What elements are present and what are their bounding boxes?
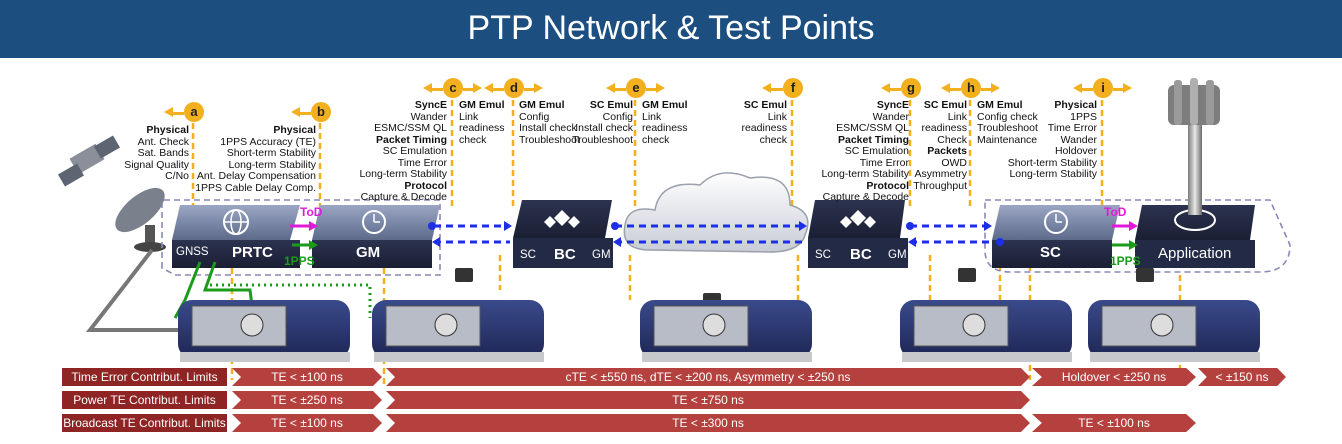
test-point-h-right-text: GM Emul Config check Troubleshoot Mainte… bbox=[977, 99, 1038, 146]
application-antenna-icon bbox=[1168, 78, 1220, 215]
limit-row-label: Time Error Contribut. Limits bbox=[62, 368, 227, 386]
limit-segment: cTE < ±550 ns, dTE < ±200 ns, Asymmetry … bbox=[386, 368, 1030, 386]
badge-i: i bbox=[1093, 78, 1113, 98]
analyzer-3 bbox=[640, 300, 812, 362]
test-point-i-text: Physical 1PPS Time Error Wander Holdover… bbox=[1007, 99, 1097, 180]
prtc-device bbox=[172, 205, 300, 268]
limit-row-label: Broadcast TE Contribut. Limits bbox=[62, 414, 227, 432]
limit-segment: < ±150 ns bbox=[1198, 368, 1286, 386]
test-point-d-text: GM Emul Config Install check Troubleshoo… bbox=[519, 99, 580, 146]
analyzer-5 bbox=[1088, 300, 1260, 362]
prtc-gnss-label: GNSS bbox=[176, 246, 209, 258]
badge-d: d bbox=[504, 78, 524, 98]
test-point-h-left-text: SC Emul Link readiness Check Packets OWD… bbox=[913, 99, 967, 192]
limit-row-time-error: Time Error Contribut. Limits TE < ±100 n… bbox=[0, 368, 1342, 386]
test-point-g-text: SyncE Wander ESMC/SSM QL Packet Timing S… bbox=[821, 99, 909, 203]
bc2-sc-label: SC bbox=[815, 249, 831, 261]
application-label: Application bbox=[1158, 245, 1232, 262]
sc-label: SC bbox=[1040, 244, 1061, 261]
tod-label-2: ToD bbox=[1104, 205, 1127, 219]
badge-f: f bbox=[783, 78, 803, 98]
tod-links bbox=[290, 221, 1138, 231]
badge-h: h bbox=[961, 78, 981, 98]
limit-segment: TE < ±750 ns bbox=[386, 391, 1030, 409]
pps-label-2: 1PPS bbox=[1110, 254, 1141, 268]
limit-segment: TE < ±100 ns bbox=[1032, 414, 1196, 432]
limit-segment: Holdover < ±250 ns bbox=[1032, 368, 1196, 386]
gm-label: GM bbox=[356, 244, 381, 261]
prtc-label: PRTC bbox=[232, 244, 273, 261]
badge-c: c bbox=[443, 78, 463, 98]
test-point-e-left-text: SC Emul Config Install check Troubleshoo… bbox=[572, 99, 633, 146]
satellite-dish-icon bbox=[115, 187, 166, 252]
cloud-shape bbox=[623, 172, 809, 253]
bc2-device bbox=[808, 200, 908, 268]
ptp-links bbox=[434, 224, 990, 244]
sc-app-group-outline bbox=[984, 199, 1291, 273]
bc2-gm-label: GM bbox=[888, 249, 907, 261]
pps-dotted-link bbox=[210, 283, 372, 318]
test-point-lines bbox=[191, 100, 1182, 385]
limit-row-power: Power TE Contribut. Limits TE < ±250 ns … bbox=[0, 391, 1342, 409]
bc1-gm-label: GM bbox=[592, 249, 611, 261]
antenna-cable bbox=[85, 248, 195, 332]
pps-label-1: 1PPS bbox=[284, 254, 315, 268]
badge-e: e bbox=[626, 78, 646, 98]
page-title: PTP Network & Test Points bbox=[0, 0, 1342, 58]
limit-row-label: Power TE Contribut. Limits bbox=[62, 391, 227, 409]
ptp-link-arrowheads bbox=[428, 221, 1004, 247]
test-point-c-right-text: GM Emul Link readiness check bbox=[459, 99, 505, 146]
sc-device bbox=[992, 205, 1120, 268]
badge-b: b bbox=[311, 102, 331, 122]
test-point-c-left-text: SyncE Wander ESMC/SSM QL Packet Timing S… bbox=[359, 99, 447, 203]
test-point-e-right-text: GM Emul Link readiness check bbox=[642, 99, 688, 146]
limit-segment: TE < ±250 ns bbox=[232, 391, 382, 409]
tod-label-1: ToD bbox=[300, 205, 323, 219]
bc1-sc-label: SC bbox=[520, 249, 536, 261]
test-point-b-text: Physical 1PPS Accuracy (TE) Short-term S… bbox=[195, 124, 316, 194]
bc1-label: BC bbox=[554, 246, 576, 263]
analyzer-2 bbox=[372, 300, 544, 362]
badge-a: a bbox=[184, 102, 204, 122]
test-point-a-text: Physical Ant. Check Sat. Bands Signal Qu… bbox=[124, 124, 189, 182]
limit-segment: TE < ±100 ns bbox=[232, 414, 382, 432]
test-point-f-text: SC Emul Link readiness check bbox=[741, 99, 787, 146]
analyzer-4 bbox=[900, 300, 1072, 362]
analyzer-1 bbox=[178, 300, 350, 362]
satellite-icon bbox=[57, 135, 121, 187]
bc2-label: BC bbox=[850, 246, 872, 263]
limit-row-broadcast: Broadcast TE Contribut. Limits TE < ±100… bbox=[0, 414, 1342, 432]
limit-segment: TE < ±300 ns bbox=[386, 414, 1030, 432]
bc1-device bbox=[513, 200, 613, 268]
limit-segment: TE < ±100 ns bbox=[232, 368, 382, 386]
badge-g: g bbox=[901, 78, 921, 98]
gm-device bbox=[312, 205, 440, 268]
